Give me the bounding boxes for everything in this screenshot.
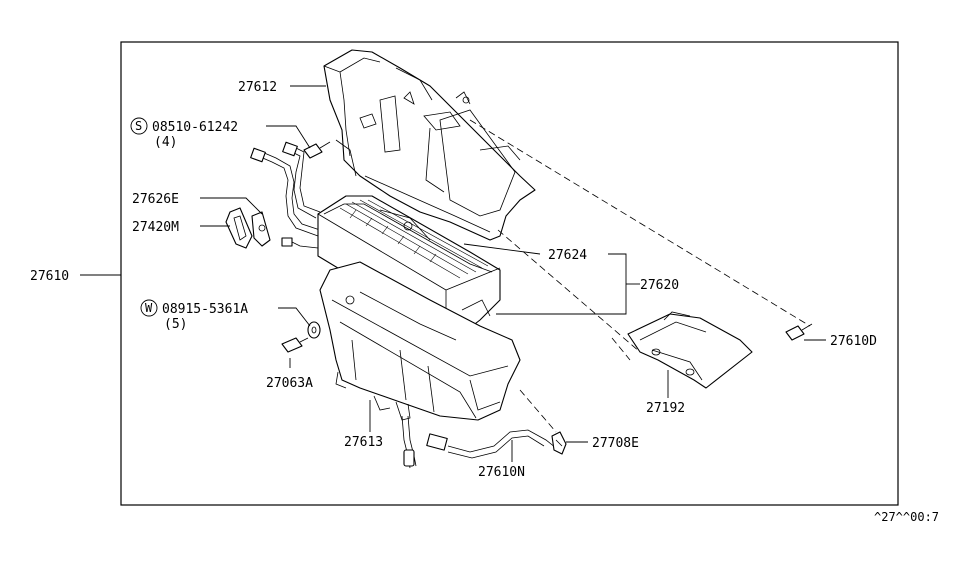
callout-08510-qty: (4) bbox=[154, 135, 177, 150]
alignment-line bbox=[611, 337, 631, 361]
callout-27624: 27624 bbox=[548, 248, 587, 263]
callout-27610d: 27610D bbox=[830, 334, 877, 349]
callout-08510-61242: 08510-61242 bbox=[152, 120, 238, 135]
washer-08915-shape[interactable] bbox=[307, 321, 321, 339]
screw-27610d-shape[interactable] bbox=[785, 323, 813, 341]
callout-08915-5361a: 08915-5361A bbox=[162, 302, 248, 317]
screw-27063a-shape[interactable] bbox=[281, 337, 309, 353]
leader-lines bbox=[80, 85, 826, 462]
callout-27612: 27612 bbox=[238, 80, 277, 95]
diagram-frame bbox=[120, 41, 899, 506]
callout-08510-prefix: S bbox=[135, 119, 142, 133]
clip-27708e-shape[interactable] bbox=[551, 431, 567, 455]
evaporator-27624-shape[interactable] bbox=[317, 195, 501, 335]
alignment-line bbox=[497, 229, 641, 353]
lower-case-27613-shape[interactable] bbox=[319, 261, 521, 421]
screw-08510-shape[interactable] bbox=[303, 141, 331, 159]
callout-27708e: 27708E bbox=[592, 436, 639, 451]
seal-27626e-shape[interactable] bbox=[251, 211, 271, 247]
callout-27626e: 27626E bbox=[132, 192, 179, 207]
callout-08915-prefix: W bbox=[145, 301, 153, 315]
symbol-w-circle bbox=[140, 299, 158, 317]
symbol-s-circle bbox=[130, 117, 148, 135]
duct-27192-shape[interactable] bbox=[627, 311, 753, 389]
callout-08915-qty: (5) bbox=[164, 317, 187, 332]
callout-27063a: 27063A bbox=[266, 376, 313, 391]
drain-hose-shape bbox=[401, 415, 417, 469]
callout-27192: 27192 bbox=[646, 401, 685, 416]
pipe-assembly-shape bbox=[250, 141, 321, 249]
gasket-27420m-shape[interactable] bbox=[225, 207, 253, 249]
callout-27420m: 27420M bbox=[132, 220, 179, 235]
diagram-code: ^27^^00:7 bbox=[874, 510, 939, 524]
alignment-line bbox=[469, 119, 811, 327]
upper-case-27612-shape[interactable] bbox=[323, 49, 536, 241]
alignment-line bbox=[519, 389, 557, 433]
callout-27620: 27620 bbox=[640, 278, 679, 293]
harness-27610n-shape[interactable] bbox=[426, 429, 557, 459]
callout-27610: 27610 bbox=[30, 269, 69, 284]
callout-27613: 27613 bbox=[344, 435, 383, 450]
callout-27610n: 27610N bbox=[478, 465, 525, 480]
